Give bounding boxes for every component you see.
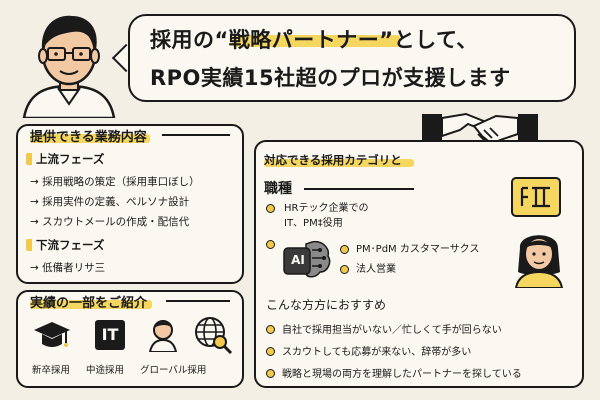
recommend-title: こんな方方におすすめ <box>266 298 387 312</box>
category-item-1-line-2: IT、PM‡役用 <box>284 218 343 229</box>
job-type-rule <box>304 188 414 190</box>
recommend-item-1: 自社で採用担当がいない／忙しくて手が回らない <box>282 325 502 336</box>
recommend-item-2: スカウトしても応募が来ない、辞帯が多い <box>282 347 472 358</box>
handshake-icon <box>420 104 540 154</box>
presenter-avatar <box>14 6 124 120</box>
ai-chip-text: AI <box>291 253 305 267</box>
upstream-marker <box>26 153 32 165</box>
recommend-dot-1 <box>266 325 275 334</box>
upstream-item-2: → 採用実件の定義、ペルソナ設計 <box>30 196 190 208</box>
track-record-title: 実績の一部をご紹介 <box>30 296 148 311</box>
category-item-1-line-1: HRテック企業での <box>284 203 369 214</box>
category-dot-3 <box>340 245 349 254</box>
category-dot-2 <box>266 240 275 249</box>
person-icon <box>146 316 180 353</box>
categories-title: 対応できる採用カテゴリと <box>264 153 402 167</box>
upstream-item-3: → スカウトメールの作成・配信代 <box>30 216 190 228</box>
track-record-title-highlight <box>30 300 152 309</box>
track-record-label-1: 新卒採用 <box>32 365 71 376</box>
category-dot-1 <box>266 204 275 213</box>
upstream-label: 上流フェーズ <box>36 152 105 166</box>
track-record-title-rule <box>166 300 230 302</box>
recommend-dot-2 <box>266 347 275 356</box>
headline-prefix: 採用の <box>150 28 215 52</box>
downstream-label: 下流フェーズ <box>36 238 105 252</box>
downstream-marker <box>26 239 32 251</box>
track-record-label-3: グローバル採用 <box>140 365 207 376</box>
woman-avatar <box>508 226 570 289</box>
category-item-2: PM･PdM カスタマーサクス <box>356 244 480 255</box>
headline-line-1: 採用の“戦略パートナー”として、 <box>150 24 478 54</box>
services-title-rule <box>162 134 230 136</box>
category-item-3: 法人営業 <box>356 264 396 275</box>
downstream-item-1: → 低備者リサ三 <box>30 262 106 274</box>
upstream-item-1: → 採用戦略の策定（採用車口ぼし） <box>30 176 200 188</box>
speech-bubble <box>128 14 576 102</box>
globe-search-icon <box>192 314 234 356</box>
headline-suffix: として、 <box>393 28 478 52</box>
categories-title-highlight <box>264 159 414 167</box>
signboard-icon <box>510 176 562 218</box>
services-title: 提供できる業務内容 <box>30 130 147 145</box>
graduation-cap-icon <box>32 318 72 354</box>
services-panel <box>16 124 244 284</box>
track-record-label-2: 中途採用 <box>86 365 125 376</box>
headline-line-2: RPO実績15社超のプロが支援します <box>150 66 511 90</box>
job-type-label: 職種 <box>264 181 292 197</box>
services-title-highlight <box>30 134 150 143</box>
ai-chip-icon: AI <box>282 236 332 282</box>
headline-highlight-text: “戦略パートナー” <box>214 28 394 52</box>
it-icon: IT <box>95 320 125 350</box>
headline-highlight <box>232 35 400 47</box>
category-dot-4 <box>340 265 349 274</box>
recommend-item-3: 戦略と現場の両方を理解したパートナーを探している <box>282 369 522 380</box>
recommend-dot-3 <box>266 369 275 378</box>
it-icon-text: IT <box>101 325 119 344</box>
